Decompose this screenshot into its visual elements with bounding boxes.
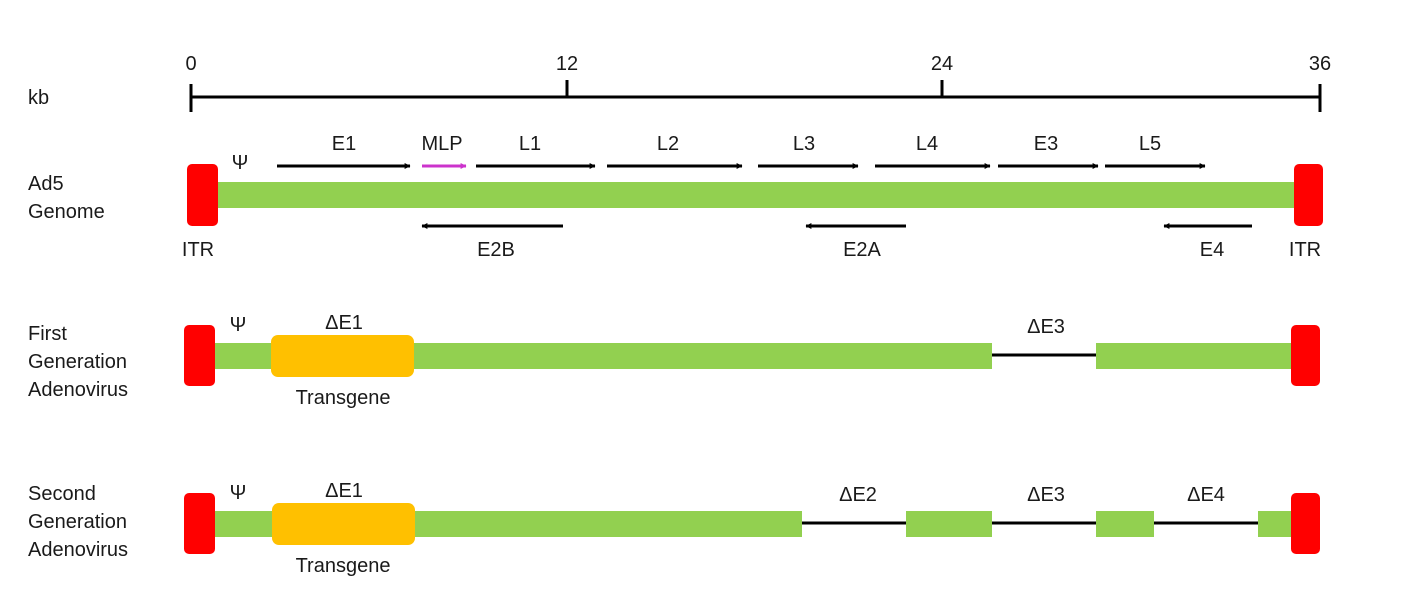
second-gen-label-line3: Adenovirus bbox=[28, 539, 128, 561]
first-gen-label-line2: Generation bbox=[28, 351, 127, 373]
second-gen-psi-label: Ψ bbox=[230, 482, 247, 504]
second-gen-transgene-label: Transgene bbox=[296, 555, 391, 577]
ad5-psi-label: Ψ bbox=[232, 152, 249, 174]
e2a-label: E2A bbox=[843, 239, 881, 261]
e1-label: E1 bbox=[332, 133, 356, 155]
first-gen-psi-label: Ψ bbox=[230, 314, 247, 336]
first-gen-label-line3: Adenovirus bbox=[28, 379, 128, 401]
first-gen-transgene-label: Transgene bbox=[296, 387, 391, 409]
ad5-genome-row: Ad5 Genome ITR ITR Ψ E1 MLP L1 L2 L3 L4 … bbox=[28, 133, 1323, 261]
ad5-itr-right-box bbox=[1294, 164, 1323, 226]
second-generation-row: Second Generation Adenovirus Ψ ΔE1 Trans… bbox=[28, 480, 1320, 577]
l2-label: L2 bbox=[657, 133, 679, 155]
first-gen-itr-left-box bbox=[184, 325, 215, 386]
second-gen-itr-right-box bbox=[1291, 493, 1320, 554]
mlp-label: MLP bbox=[421, 133, 462, 155]
ad5-itr-left-box bbox=[187, 164, 218, 226]
second-gen-transgene-box bbox=[272, 503, 415, 545]
second-gen-genome-bar-segment-3 bbox=[1096, 511, 1154, 537]
first-gen-genome-bar-right bbox=[1096, 343, 1296, 369]
first-gen-delta-e3-label: ΔE3 bbox=[1027, 316, 1065, 338]
l1-label: L1 bbox=[519, 133, 541, 155]
scale-tick-label-24: 24 bbox=[931, 53, 953, 75]
first-gen-itr-right-box bbox=[1291, 325, 1320, 386]
ad5-row-label-line2: Genome bbox=[28, 201, 105, 223]
second-gen-delta-e1-label: ΔE1 bbox=[325, 480, 363, 502]
second-gen-delta-e2-label: ΔE2 bbox=[839, 484, 877, 506]
second-gen-label-line2: Generation bbox=[28, 511, 127, 533]
kb-unit-label: kb bbox=[28, 87, 49, 109]
first-gen-label-line1: First bbox=[28, 323, 67, 345]
scale-tick-label-0: 0 bbox=[185, 53, 196, 75]
ad5-row-label-line1: Ad5 bbox=[28, 173, 64, 195]
kb-scale: kb 0 12 24 36 bbox=[28, 53, 1331, 112]
e2b-label: E2B bbox=[477, 239, 515, 261]
ad5-genome-bar bbox=[212, 182, 1302, 208]
second-gen-delta-e4-label: ΔE4 bbox=[1187, 484, 1225, 506]
ad5-itr-left-label: ITR bbox=[182, 239, 214, 261]
first-generation-row: First Generation Adenovirus Ψ ΔE1 Transg… bbox=[28, 312, 1320, 409]
second-gen-itr-left-box bbox=[184, 493, 215, 554]
first-gen-transgene-box bbox=[271, 335, 414, 377]
scale-tick-label-36: 36 bbox=[1309, 53, 1331, 75]
second-gen-genome-bar-segment-2 bbox=[906, 511, 992, 537]
first-gen-delta-e1-label: ΔE1 bbox=[325, 312, 363, 334]
second-gen-delta-e3-label: ΔE3 bbox=[1027, 484, 1065, 506]
l5-label: L5 bbox=[1139, 133, 1161, 155]
l3-label: L3 bbox=[793, 133, 815, 155]
scale-tick-label-12: 12 bbox=[556, 53, 578, 75]
e3-label: E3 bbox=[1034, 133, 1058, 155]
e4-label: E4 bbox=[1200, 239, 1224, 261]
second-gen-genome-bar-segment-4 bbox=[1258, 511, 1296, 537]
ad5-itr-right-label: ITR bbox=[1289, 239, 1321, 261]
l4-label: L4 bbox=[916, 133, 938, 155]
second-gen-label-line1: Second bbox=[28, 483, 96, 505]
